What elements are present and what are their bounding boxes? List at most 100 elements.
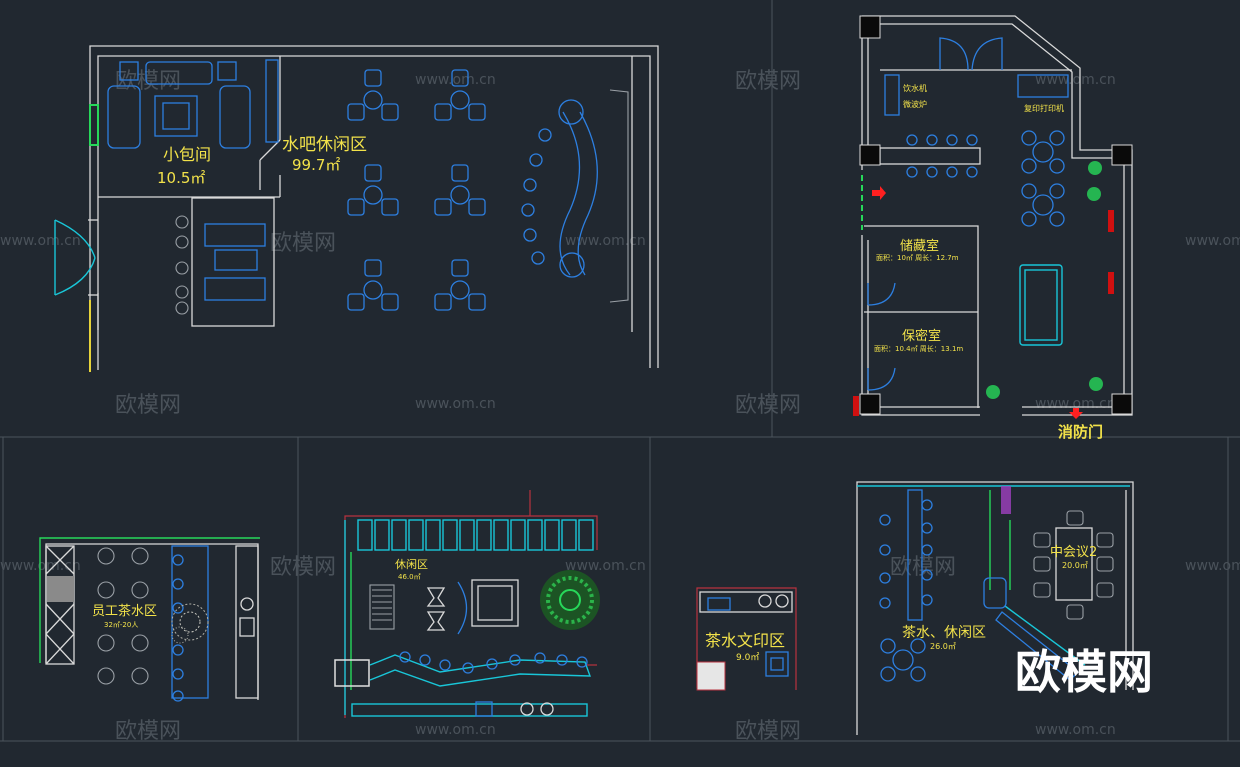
- stool: [966, 134, 978, 146]
- tea-lounge-area: 26.0㎡: [930, 642, 956, 651]
- chair: [1049, 158, 1065, 174]
- round-table: [363, 90, 383, 110]
- chair: [131, 667, 149, 685]
- chair: [1096, 582, 1114, 598]
- secure-room-label: 保密室: [902, 328, 941, 344]
- locker: [391, 519, 407, 551]
- chair: [131, 581, 149, 599]
- locker: [578, 519, 594, 551]
- armchair: [381, 293, 399, 311]
- stool: [921, 594, 933, 606]
- decor-plant: [540, 570, 600, 630]
- bar-counter: [521, 89, 629, 303]
- lounge-label: 休闲区: [395, 557, 428, 571]
- tea-print-area: 9.0㎡: [736, 652, 759, 663]
- round-table: [363, 185, 383, 205]
- meeting-chairs: [1033, 510, 1114, 620]
- watermark-brand: 欧模网: [735, 69, 801, 94]
- chair: [910, 666, 926, 682]
- armchair: [451, 164, 469, 182]
- bar-lounge-label: 水吧休闲区: [282, 135, 367, 155]
- mid-meeting-area: 20.0㎡: [1062, 561, 1088, 570]
- locker: [476, 519, 492, 551]
- chair: [880, 666, 896, 682]
- stool: [439, 659, 451, 671]
- chair: [131, 634, 149, 652]
- chair: [97, 634, 115, 652]
- stool: [172, 602, 184, 614]
- watermark-url: www.om.cn: [565, 233, 646, 249]
- stool: [172, 668, 184, 680]
- watermark-brand: 欧模网: [115, 393, 181, 418]
- watermark-url: www.om.cn: [415, 72, 496, 88]
- watermark-url: www.om.cn: [1185, 233, 1240, 249]
- locker: [408, 519, 424, 551]
- stool: [946, 166, 958, 178]
- lounge-table: [347, 259, 399, 311]
- watermark-brand: 欧模网: [735, 719, 801, 744]
- plan-staff-tea: 员工茶水区 32㎡-20人: [39, 537, 260, 702]
- chair: [1021, 211, 1037, 227]
- watermark-brand: 欧模网: [115, 719, 181, 744]
- lounge-table: [347, 69, 399, 121]
- plan-lounge: 休闲区 46.0㎡: [334, 490, 600, 718]
- chair: [1049, 183, 1065, 199]
- plan-tea-print: 茶水文印区 9.0㎡: [696, 587, 797, 691]
- chair: [910, 638, 926, 654]
- stool: [921, 544, 933, 556]
- tea-print-label: 茶水文印区: [705, 631, 785, 650]
- stool: [556, 654, 568, 666]
- four-seat-table: [1021, 183, 1065, 227]
- chair: [1033, 556, 1051, 572]
- armchair: [347, 103, 365, 121]
- small-room-label: 小包间: [163, 145, 211, 164]
- chair: [1066, 510, 1084, 526]
- stool: [486, 658, 498, 670]
- chair: [1049, 211, 1065, 227]
- cafe-table: [880, 638, 926, 682]
- armchair: [381, 103, 399, 121]
- armchair: [347, 293, 365, 311]
- stool: [172, 554, 184, 566]
- armchair: [468, 198, 486, 216]
- armchair: [364, 69, 382, 87]
- watermark-url: www.om.cn: [1185, 558, 1240, 574]
- stool: [921, 522, 933, 534]
- armchair: [451, 69, 469, 87]
- chair: [97, 581, 115, 599]
- plan-bar-lounge: 小包间 10.5㎡ 水吧休闲区 99.7㎡: [54, 45, 659, 372]
- dining-set: [175, 215, 266, 315]
- stool: [462, 662, 474, 674]
- counter-stools: [399, 651, 588, 674]
- chair: [1066, 604, 1084, 620]
- chair: [1096, 532, 1114, 548]
- round-table: [1032, 194, 1054, 216]
- note-microwave: 微波炉: [903, 99, 927, 109]
- four-seat-tables: [1021, 130, 1065, 227]
- tea-lounge-label: 茶水、休闲区: [902, 625, 986, 641]
- round-table: [363, 280, 383, 300]
- lounge-table: [347, 164, 399, 216]
- stool: [419, 654, 431, 666]
- watermark-layer: 欧模网 www.om.cn 欧模网 www.om.cn www.om.cn 欧模…: [0, 69, 1240, 744]
- locker: [425, 519, 441, 551]
- armchair: [347, 198, 365, 216]
- locker: [357, 519, 373, 551]
- chair: [131, 547, 149, 565]
- chair: [1033, 532, 1051, 548]
- panel-separators: [0, 0, 1240, 742]
- note-printer: 复印打印机: [1024, 103, 1064, 113]
- watermark-brand: 欧模网: [270, 231, 336, 256]
- chair: [1021, 130, 1037, 146]
- chair: [1033, 582, 1051, 598]
- note-water-dispenser: 饮水机: [903, 83, 927, 93]
- armchair: [451, 259, 469, 277]
- locker: [493, 519, 509, 551]
- stool: [879, 544, 891, 556]
- counter-stools: [906, 134, 978, 178]
- watermark-url: www.om.cn: [0, 233, 81, 249]
- stool: [509, 654, 521, 666]
- locker: [561, 519, 577, 551]
